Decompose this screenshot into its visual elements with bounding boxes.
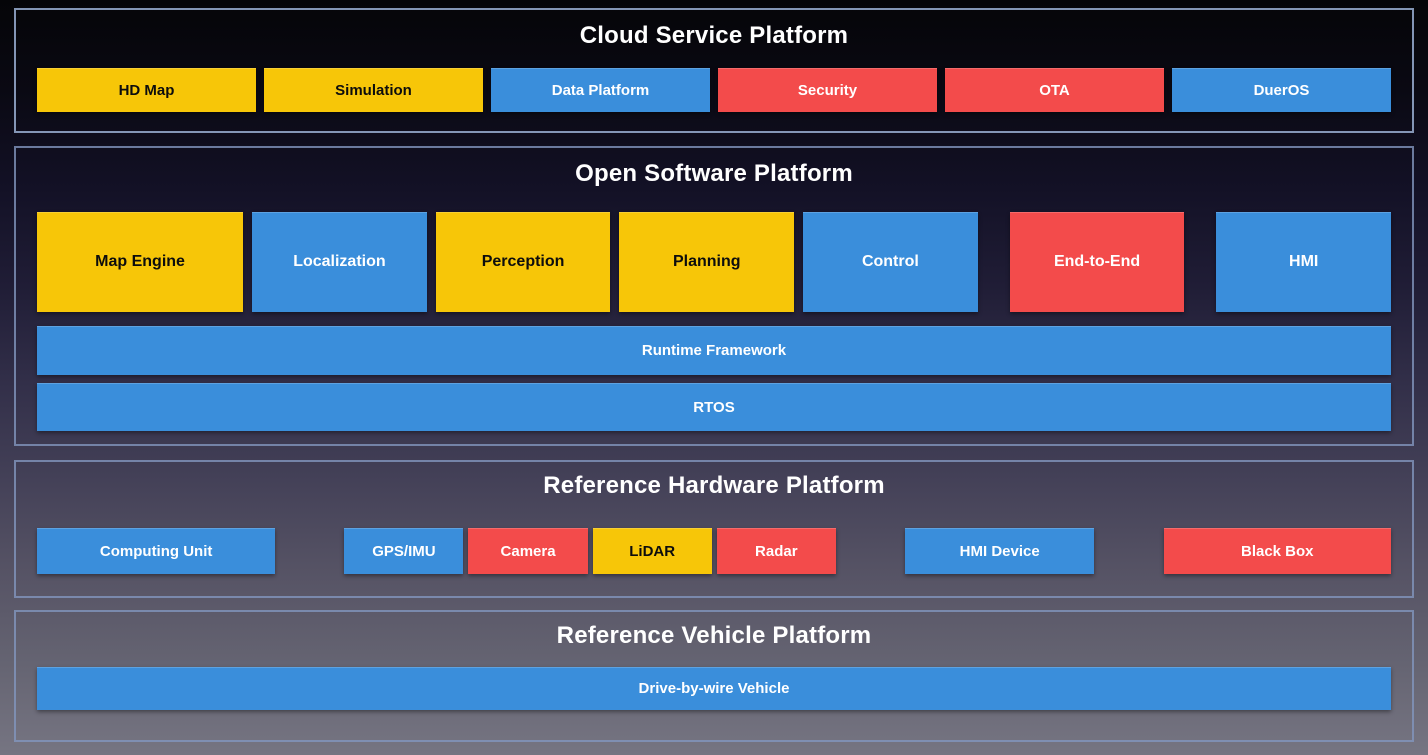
software-modules-row: Map Engine Localization Perception Plann…	[37, 212, 1392, 312]
box-ota: OTA	[945, 68, 1164, 112]
box-end-to-end: End-to-End	[1009, 212, 1185, 312]
cloud-services-row: HD Map Simulation Data Platform Security…	[37, 68, 1391, 112]
box-hmi: HMI	[1216, 212, 1392, 312]
section-open-software-platform: Open Software Platform Map Engine Locali…	[14, 146, 1414, 446]
box-hmi-device: HMI Device	[904, 528, 1095, 574]
box-gps-imu: GPS/IMU	[344, 528, 464, 574]
box-security: Security	[718, 68, 937, 112]
software-platform-title: Open Software Platform	[575, 160, 853, 187]
box-hd-map: HD Map	[37, 68, 256, 112]
box-drive-by-wire-vehicle: Drive-by-wire Vehicle	[37, 667, 1391, 710]
box-localization: Localization	[252, 212, 427, 312]
section-cloud-service-platform: Cloud Service Platform HD Map Simulation…	[14, 8, 1414, 133]
box-runtime-framework: Runtime Framework	[37, 326, 1391, 375]
box-simulation: Simulation	[264, 68, 483, 112]
box-map-engine: Map Engine	[37, 212, 244, 312]
box-lidar: LiDAR	[592, 528, 712, 574]
box-black-box: Black Box	[1163, 528, 1391, 574]
vehicle-platform-title: Reference Vehicle Platform	[556, 622, 872, 649]
box-perception: Perception	[435, 212, 611, 312]
hardware-platform-title: Reference Hardware Platform	[543, 472, 885, 499]
box-camera: Camera	[468, 528, 588, 574]
cloud-platform-title: Cloud Service Platform	[579, 22, 849, 49]
box-radar: Radar	[716, 528, 836, 574]
box-computing-unit: Computing Unit	[37, 528, 276, 574]
section-reference-vehicle-platform: Reference Vehicle Platform Drive-by-wire…	[14, 610, 1414, 742]
sensor-group: GPS/IMU Camera LiDAR Radar	[344, 528, 836, 574]
hardware-row: Computing Unit GPS/IMU Camera LiDAR Rada…	[37, 528, 1391, 574]
box-dueros: DuerOS	[1172, 68, 1391, 112]
section-reference-hardware-platform: Reference Hardware Platform Computing Un…	[14, 460, 1414, 598]
box-data-platform: Data Platform	[491, 68, 710, 112]
box-rtos: RTOS	[37, 383, 1391, 431]
box-control: Control	[803, 212, 978, 312]
box-planning: Planning	[619, 212, 795, 312]
